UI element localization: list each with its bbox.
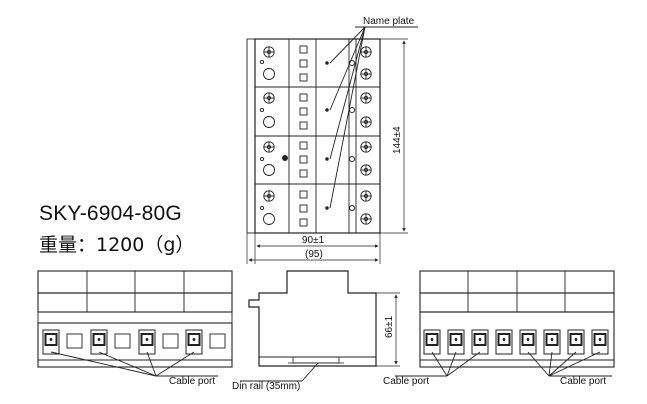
top-view: Name plate 144±4 90±1 (95) [246, 16, 418, 264]
width-dimension: 90±1 [302, 235, 325, 246]
cable-port-label-left: Cable port [169, 376, 215, 387]
name-plate-label: Name plate [363, 16, 415, 27]
left-side-view: Cable port [37, 270, 233, 387]
cable-port-label-right-a: Cable port [383, 376, 429, 387]
model-number: SKY-6904-80G [39, 202, 182, 225]
weight-label: 重量：1200（g） [39, 234, 195, 256]
din-clip-strip [246, 38, 256, 234]
front-view: Din rail (35mm) 66±1 [232, 270, 400, 392]
right-side-view: Cable port Cable port [383, 270, 615, 387]
din-rail-label: Din rail (35mm) [232, 381, 300, 392]
overall-width-dimension: (95) [305, 249, 323, 260]
cable-port-label-right-b: Cable port [560, 376, 606, 387]
height-dimension: 144±4 [392, 126, 403, 154]
depth-dimension: 66±1 [384, 315, 395, 338]
